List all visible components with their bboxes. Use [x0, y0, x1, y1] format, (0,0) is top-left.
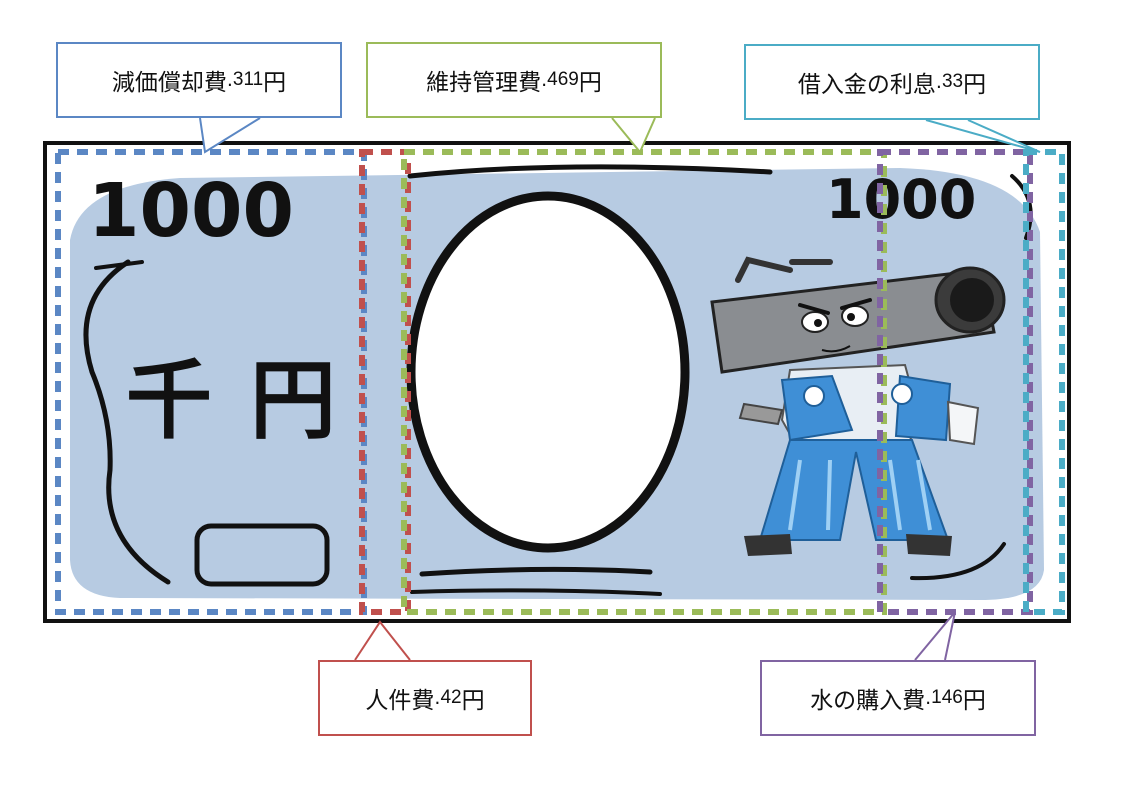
callout-unit: 円 — [962, 688, 986, 714]
callout-unit: 円 — [578, 70, 602, 96]
callout-amount: 311 — [232, 69, 264, 90]
bottom-engraving-line-1 — [419, 566, 653, 577]
bottom-engraving-line-2 — [410, 588, 662, 596]
callout-label: 借入金の利息 — [797, 72, 936, 98]
left-scroll-ornament — [83, 259, 171, 585]
left-top-stroke — [94, 260, 144, 270]
callout-unit: 円 — [461, 688, 485, 714]
pointer-labor — [354, 620, 411, 661]
callout-amount: 146 — [931, 687, 963, 708]
callout-amount: 469 — [547, 69, 579, 90]
right-bottom-ornament — [910, 542, 1006, 581]
segment-box-maintenance — [401, 149, 887, 615]
numeral-right: 1000 — [826, 168, 976, 231]
pointer-depreciation — [199, 117, 261, 154]
callout-sep: . — [925, 687, 932, 709]
callout-unit: 円 — [963, 72, 987, 98]
pointer-water-purchase — [914, 611, 956, 661]
callout-amount: 33 — [941, 71, 964, 92]
top-engraving-line — [407, 164, 773, 179]
callout-label: 人件費 — [365, 688, 435, 714]
callout-label: 減価償却費 — [111, 70, 227, 96]
pipe-samurai-character — [710, 256, 1006, 556]
callout-pointers — [199, 117, 1041, 661]
segment-box-loan-interest — [1023, 149, 1065, 615]
callout-label: 維持管理費 — [426, 70, 542, 96]
kanji-sen: 千 — [126, 351, 212, 451]
pointer-maintenance — [611, 117, 656, 154]
kanji-en: 円 — [250, 351, 336, 451]
callout-label: 水の購入費 — [810, 688, 926, 714]
segment-box-labor — [359, 149, 411, 615]
callout-amount: 42 — [440, 687, 462, 708]
callout-sep: . — [935, 71, 942, 93]
portrait-oval — [406, 191, 690, 553]
callout-sep: . — [226, 69, 233, 91]
callout-sep: . — [434, 687, 441, 709]
callout-unit: 円 — [263, 70, 287, 96]
pointer-loan-interest — [925, 119, 1041, 153]
callout-sep: . — [541, 69, 548, 91]
numeral-left: 1000 — [88, 168, 294, 254]
note-serial-box — [194, 523, 330, 587]
